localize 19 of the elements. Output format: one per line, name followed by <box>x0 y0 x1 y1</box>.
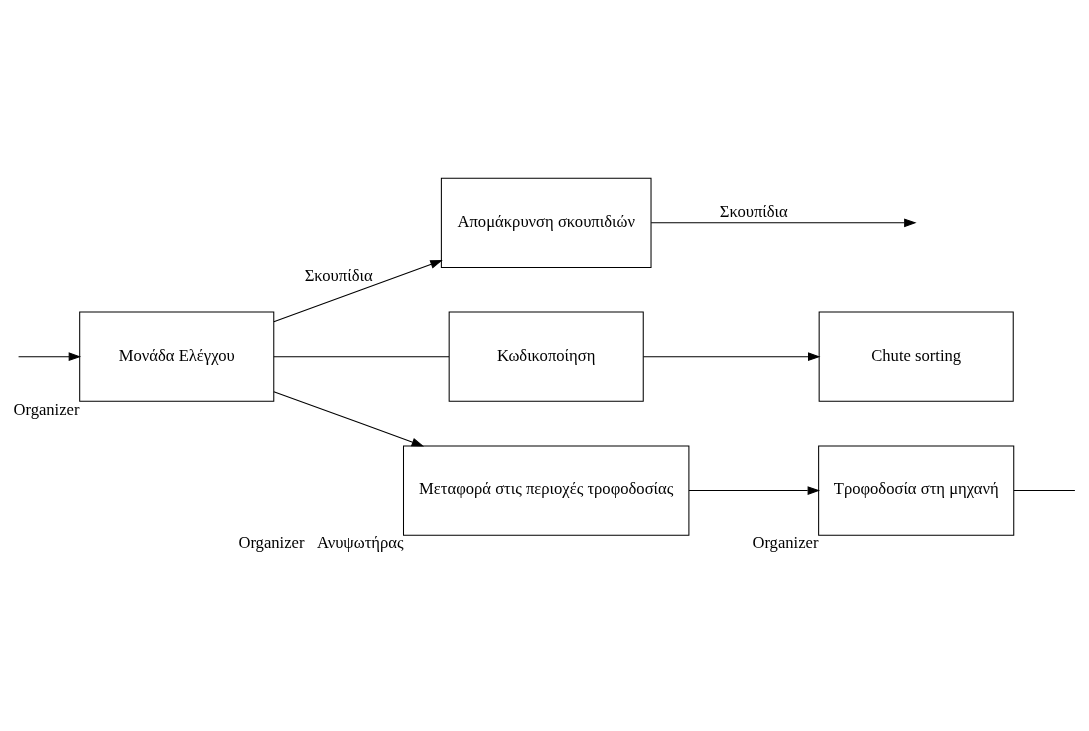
node-box: Κωδικοποίηση <box>448 311 644 402</box>
edge-label: Σκουπίδια <box>304 265 373 285</box>
arrow <box>688 485 821 495</box>
node-box: Τροφοδοσία στη μηχανή <box>818 444 1015 536</box>
node-box: Chute sorting <box>818 311 1014 402</box>
connector <box>1013 489 1076 491</box>
node-label: Organizer Ανυψωτήρας <box>238 532 404 552</box>
node-box: Μονάδα Ελέγχου <box>79 311 275 402</box>
node-label: Organizer <box>13 399 80 419</box>
node-box: Μεταφορά στις περιοχές τροφοδοσίας <box>403 444 690 536</box>
node-label: Organizer <box>752 532 819 552</box>
arrow <box>650 217 917 227</box>
arrow <box>642 351 821 361</box>
connector <box>273 355 450 357</box>
edge-label: Σκουπίδια <box>719 201 788 221</box>
arrow <box>273 390 425 446</box>
node-box: Απομάκρυνση σκουπιδιών <box>440 177 652 268</box>
arrow <box>18 351 82 361</box>
arrow <box>273 259 443 322</box>
